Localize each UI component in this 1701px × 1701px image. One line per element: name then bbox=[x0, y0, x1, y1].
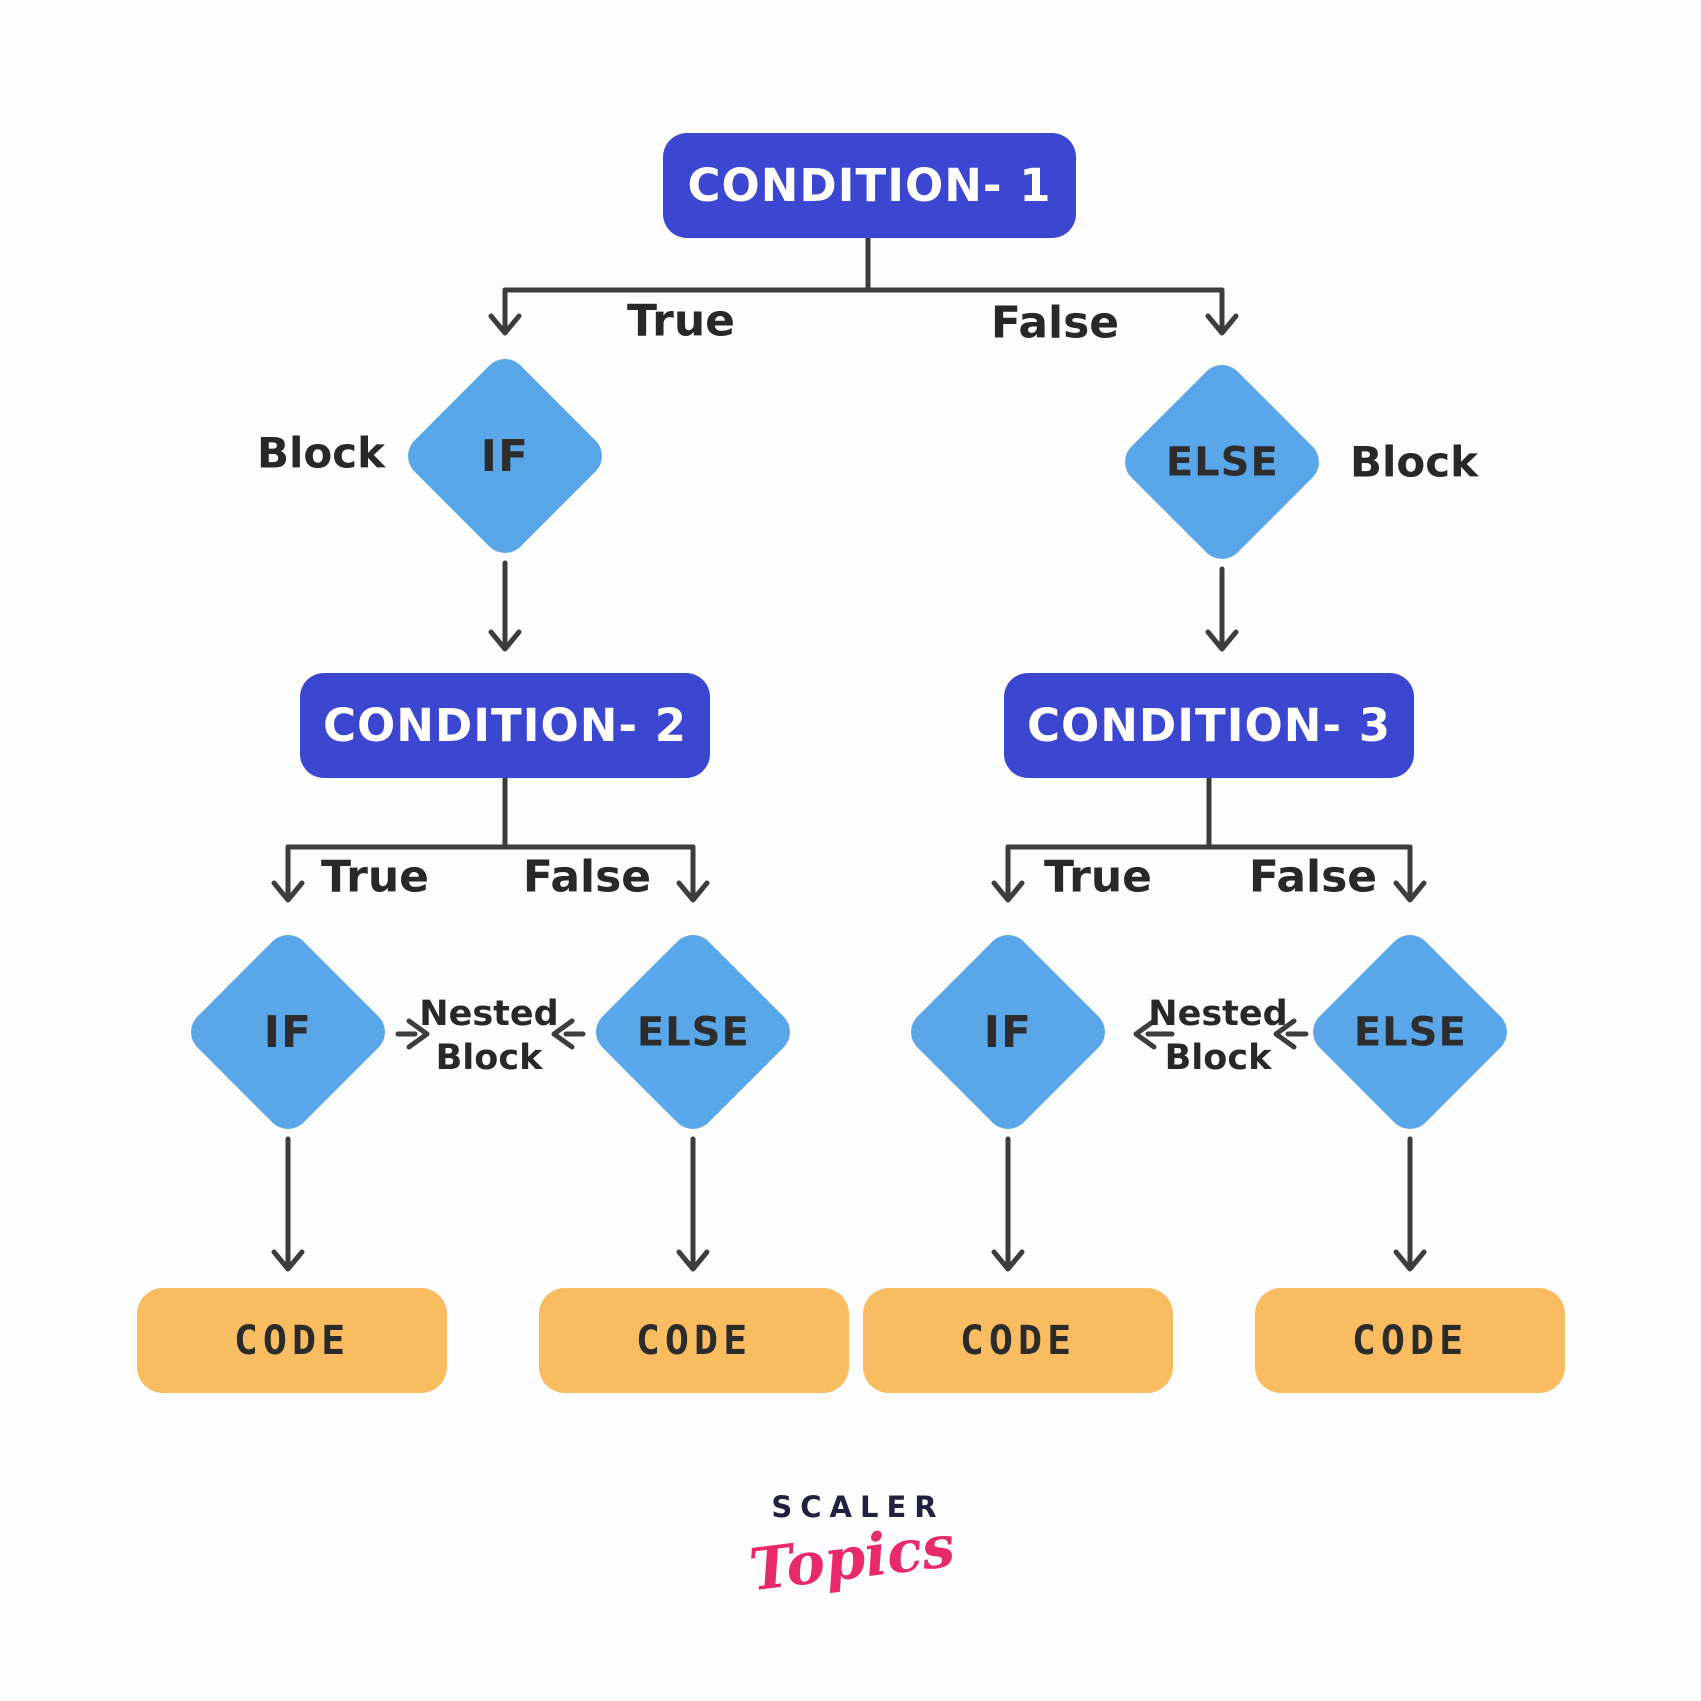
left-nested-block-label: Nested Block bbox=[419, 992, 558, 1080]
left-false-label: False bbox=[522, 851, 652, 903]
left-nested-line2: Block bbox=[435, 1038, 543, 1078]
condition-2-box: CONDITION- 2 bbox=[300, 673, 710, 778]
code-box-2: CODE bbox=[539, 1288, 849, 1393]
else-1-label: ELSE bbox=[1165, 438, 1279, 485]
else-block-side-label: Block bbox=[1349, 437, 1479, 487]
right-nested-arrows bbox=[1133, 1018, 1309, 1050]
decision-to-condition-connectors bbox=[488, 560, 1239, 652]
else-2-label: ELSE bbox=[636, 1008, 750, 1055]
right-false-label: False bbox=[1248, 851, 1378, 903]
if-1-label: IF bbox=[480, 430, 530, 482]
condition-1-box: CONDITION- 1 bbox=[663, 133, 1076, 238]
right-nested-line1: Nested bbox=[1148, 994, 1288, 1034]
if-2-label: IF bbox=[263, 1006, 313, 1058]
left-branch-connector bbox=[271, 775, 710, 903]
right-true-label: True bbox=[1043, 851, 1153, 903]
right-branch-connector bbox=[991, 775, 1427, 903]
root-true-label: True bbox=[626, 295, 736, 347]
condition-3-box: CONDITION- 3 bbox=[1004, 673, 1414, 778]
if-block-side-label: Block bbox=[256, 428, 386, 478]
root-branch-connector bbox=[488, 234, 1239, 336]
left-true-label: True bbox=[320, 851, 430, 903]
left-nested-line1: Nested bbox=[419, 994, 559, 1034]
code-box-4: CODE bbox=[1255, 1288, 1565, 1393]
right-nested-line2: Block bbox=[1164, 1038, 1272, 1078]
left-nested-arrows bbox=[395, 1018, 586, 1050]
if-3-label: IF bbox=[983, 1006, 1033, 1058]
decision-to-code-connectors bbox=[271, 1136, 1427, 1272]
code-box-3: CODE bbox=[863, 1288, 1173, 1393]
right-nested-block-label: Nested Block bbox=[1148, 992, 1287, 1080]
else-3-label: ELSE bbox=[1353, 1008, 1467, 1055]
scaler-logo-text: SCALER bbox=[771, 1490, 945, 1524]
root-false-label: False bbox=[990, 297, 1120, 349]
code-box-1: CODE bbox=[137, 1288, 447, 1393]
